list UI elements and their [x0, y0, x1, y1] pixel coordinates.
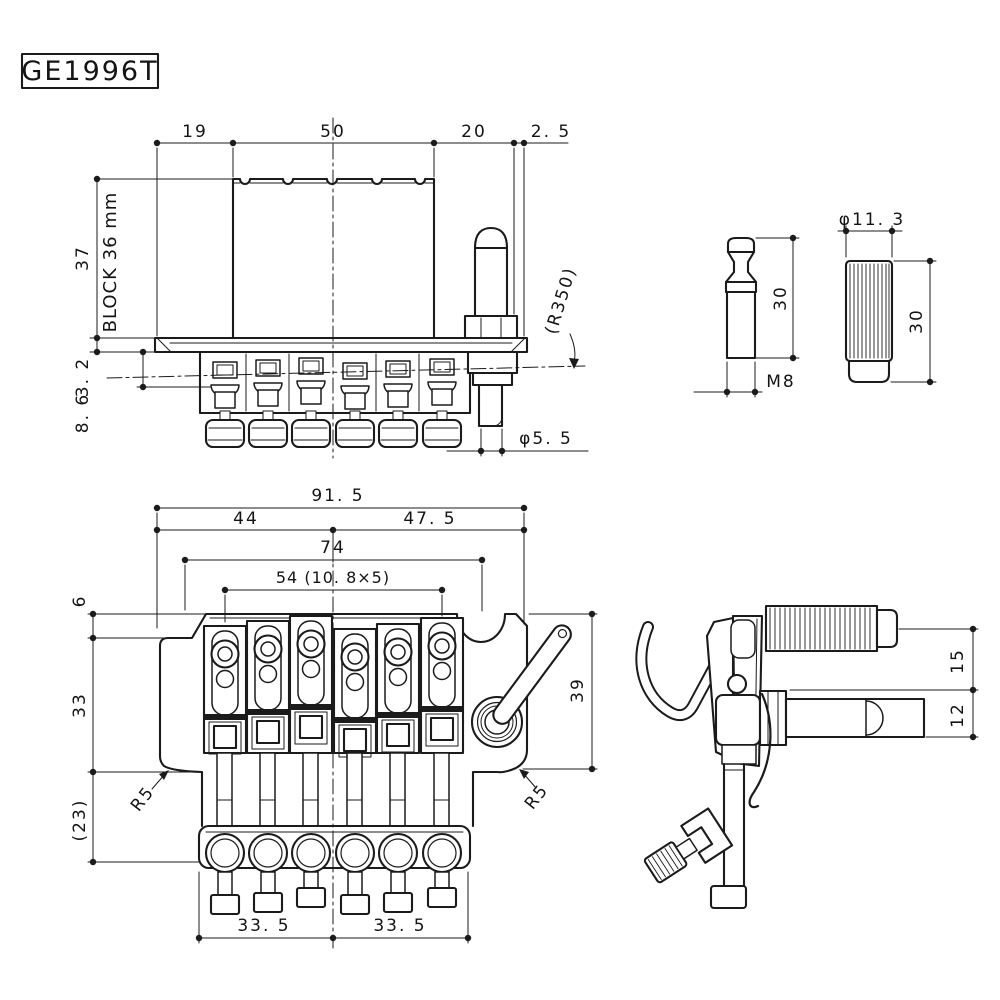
dim-23: (23) [70, 799, 90, 842]
dim-15: 15 [948, 648, 968, 674]
dim-r5-right: R5 [521, 780, 553, 813]
dim-50: 50 [320, 122, 346, 142]
tremolo-arm-plan [492, 624, 572, 725]
plan-view: 91. 5 44 47. 5 74 54 (10. 8×5) 6 33 (23)… [70, 486, 598, 949]
dim-m8: M8 [766, 372, 795, 392]
dim-20: 20 [461, 122, 487, 142]
base-plate [153, 336, 529, 354]
dim-74: 74 [320, 538, 346, 558]
dim-side-heights: 15 12 [789, 625, 979, 741]
dim-plan-right: 39 [522, 610, 598, 773]
dim-stud-thread: M8 [693, 361, 795, 398]
dim-r5-left: R5 [127, 782, 159, 815]
dim-anchor-30: 30 [907, 308, 927, 334]
dim-anchor-dia: φ11. 3 [837, 210, 905, 258]
lock-stud: 30 M8 [693, 234, 800, 398]
radius-note: (R350) [541, 264, 581, 369]
dim-stud-30: 30 [771, 285, 791, 311]
dim-stud-length: 30 [754, 234, 800, 362]
pivot-pin [726, 673, 748, 695]
dim-3-2: 3. 2 [73, 357, 93, 397]
side-view: 15 12 [635, 604, 979, 910]
dim-top-widths: 19 50 20 2. 5 [153, 122, 571, 337]
block-note: BLOCK 36 mm [100, 192, 121, 333]
corner-radius-left: R5 [127, 770, 169, 816]
part-number: GE1996T [21, 56, 158, 87]
dim-6: 6 [70, 595, 90, 608]
string-end-wire [748, 692, 772, 809]
saddle-housing-front [198, 350, 472, 415]
dim-47-5: 47. 5 [403, 509, 456, 529]
dim-37: 37 [73, 245, 93, 271]
dim-plan-left: 6 33 (23) [70, 595, 207, 866]
dim-left-heights: 37 BLOCK 36 mm 3. 2 8. 6 [73, 175, 234, 433]
dim-r350: (R350) [541, 264, 580, 336]
corner-radius-right: R5 [519, 769, 553, 814]
dim-91-5: 91. 5 [311, 486, 364, 506]
dim-33-5-left: 33. 5 [237, 916, 290, 936]
fine-tuner-screw-side [643, 807, 734, 884]
dim-2-5: 2. 5 [531, 122, 571, 142]
tuner-stem-side [709, 762, 748, 910]
dim-54: 54 (10. 8×5) [276, 568, 390, 587]
dim-33: 33 [70, 692, 90, 718]
arm-socket-plan [470, 624, 572, 749]
dim-8-6: 8. 6 [73, 393, 93, 433]
tuner-thumbscrews-plan [209, 871, 458, 916]
dim-12: 12 [948, 702, 968, 728]
dim-44: 44 [233, 509, 259, 529]
anchor-bushing: φ11. 3 30 [837, 210, 937, 386]
dim-5-5: φ5. 5 [519, 429, 573, 449]
string-lock-assembly [714, 689, 926, 765]
string-radius-line [106, 365, 586, 379]
tremolo-arm-side [635, 620, 742, 722]
fine-tuner-strip-plan [197, 824, 472, 916]
dim-33-5-right: 33. 5 [373, 916, 426, 936]
dim-tuner-spacing: 33. 5 33. 5 [195, 871, 472, 944]
dim-rod-dia: φ5. 5 [446, 428, 589, 457]
dim-plan-widths: 91. 5 44 47. 5 74 54 (10. 8×5) [153, 486, 528, 629]
arm-socket-front [463, 226, 519, 428]
title-block: GE1996T [20, 52, 160, 90]
front-view: 19 50 20 2. 5 37 BLOCK 36 mm 3. 2 8. 6 (… [73, 117, 589, 459]
dim-anchor-length: 30 [890, 257, 937, 386]
dim-19: 19 [182, 122, 208, 142]
dim-39: 39 [568, 677, 588, 703]
fine-tuner-side [764, 604, 899, 653]
dim-11-3: φ11. 3 [839, 210, 905, 230]
